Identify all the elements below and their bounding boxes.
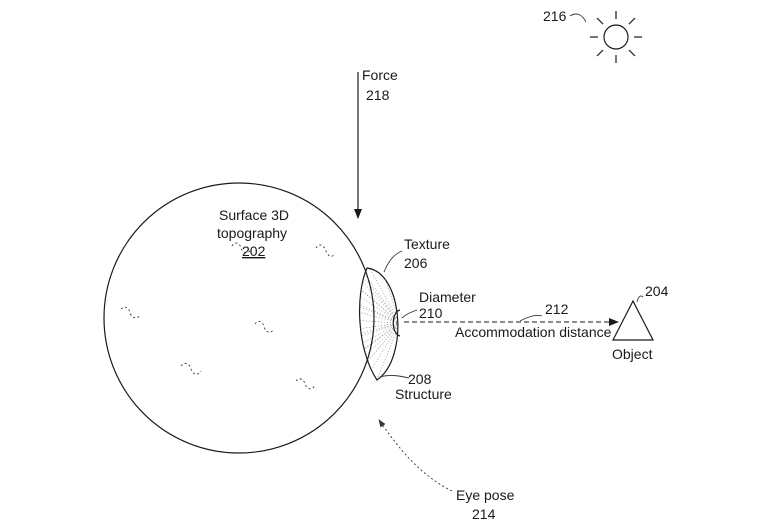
force-ref: 218 (366, 87, 390, 103)
eye-pose-arrow (378, 419, 453, 492)
diameter-ref: 210 (419, 305, 443, 321)
cornea-texture-hatch (359, 268, 398, 380)
diameter-label: Diameter (419, 289, 476, 305)
cornea-structure (359, 267, 401, 381)
surface-ref: 202 (242, 243, 266, 259)
object-label: Object (612, 346, 653, 362)
object-ref: 204 (645, 283, 669, 299)
pupil-diameter (392, 309, 401, 337)
texture-label: Texture (404, 236, 450, 252)
surface-label-line2: topography (217, 225, 287, 241)
eye-pose-label: Eye pose (456, 487, 515, 503)
structure-label: Structure (395, 386, 452, 402)
force-label: Force (362, 67, 398, 83)
eyeball-outline (103, 182, 375, 454)
sun-icon (590, 11, 642, 63)
object-leader-line (636, 295, 644, 303)
texture-ref: 206 (404, 255, 428, 271)
object-triangle-icon (612, 299, 654, 341)
structure-ref: 208 (408, 371, 432, 387)
surface-topography-squiggles (120, 242, 336, 390)
distance-label: Accommodation distance (455, 324, 612, 340)
leader-lines (379, 13, 587, 379)
surface-label-line1: Surface 3D (219, 207, 289, 223)
sun-ref: 216 (543, 8, 567, 24)
eye-pose-ref: 214 (472, 506, 496, 522)
distance-ref: 212 (545, 301, 569, 317)
